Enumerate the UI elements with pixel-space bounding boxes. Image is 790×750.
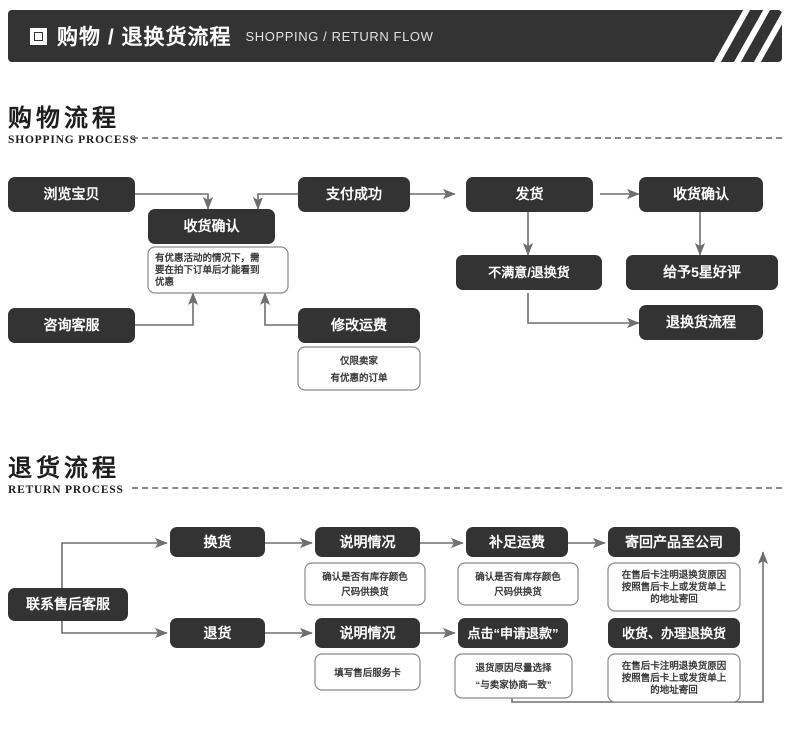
node-label: 补足运费 <box>488 534 545 550</box>
node-dissatisfied-return[interactable]: 不满意/退换货 <box>456 255 602 290</box>
square-icon <box>30 27 47 45</box>
node-five-star-review[interactable]: 给予5星好评 <box>626 255 778 290</box>
node-modify-shipping-fee[interactable]: 修改运费 <box>298 308 420 343</box>
diagonal-stripes-decoration <box>713 10 782 62</box>
shopping-flow-diagram: 浏览宝贝 收货确认 支付成功 发货 收货确认 不满意/退换货 给予5星好评 <box>0 165 790 410</box>
section-title-cn: 退货流程 <box>8 455 120 482</box>
node-label: 联系售后客服 <box>26 596 111 612</box>
note-refund-reason: 退货原因尽量选择 “与卖家协商一致” <box>454 653 573 699</box>
note-line: “与卖家协商一致” <box>475 679 551 691</box>
section-heading-return: 退货流程 RETURN PROCESS <box>8 455 124 497</box>
node-label: 给予5星好评 <box>663 264 741 280</box>
node-send-back-to-company[interactable]: 寄回产品至公司 <box>608 527 740 557</box>
section-divider-return <box>132 487 782 489</box>
note-line: 确认是否有库存颜色 <box>475 571 561 583</box>
node-label: 换货 <box>204 534 232 550</box>
node-exchange[interactable]: 换货 <box>170 527 265 557</box>
node-click-apply-refund[interactable]: 点击“申请退款” <box>458 618 568 648</box>
note-line: 优惠 <box>155 276 175 288</box>
note-line: 填写售后服务卡 <box>334 667 401 679</box>
note-line: 按照售后卡上或发货单上 <box>622 581 727 593</box>
note-line: 退货原因尽量选择 <box>475 662 552 674</box>
header-title-en: SHOPPING / RETURN FLOW <box>245 28 434 44</box>
node-label: 收货、办理退换货 <box>622 626 726 641</box>
node-receive-process-return[interactable]: 收货、办理退换货 <box>608 618 740 648</box>
node-contact-after-sales[interactable]: 联系售后客服 <box>8 588 128 621</box>
node-label: 咨询客服 <box>44 317 101 333</box>
note-seller-only: 仅限卖家 有优惠的订单 <box>297 346 421 391</box>
node-contact-service[interactable]: 咨询客服 <box>8 308 135 343</box>
note-line: 尺码供换货 <box>494 586 542 598</box>
page-header-banner: 购物 / 退换货流程 SHOPPING / RETURN FLOW <box>8 10 782 62</box>
note-line: 有优惠活动的情况下，需 <box>155 252 260 264</box>
node-label: 浏览宝贝 <box>44 186 100 202</box>
node-label: 点击“申请退款” <box>467 626 558 641</box>
shopping-connectors <box>135 188 706 329</box>
node-explain-situation-2[interactable]: 说明情况 <box>315 618 420 648</box>
section-title-en: SHOPPING PROCESS <box>8 134 137 146</box>
note-line: 在售后卡注明退换货原因 <box>622 660 727 672</box>
note-line: 要在拍下订单后才能看到 <box>155 264 260 276</box>
header-title-cn: 购物 / 退换货流程 <box>57 26 232 49</box>
node-label: 发货 <box>515 186 544 202</box>
node-confirm-receipt-1[interactable]: 收货确认 <box>148 209 275 244</box>
note-line: 的地址寄回 <box>650 593 698 605</box>
node-payment-success[interactable]: 支付成功 <box>298 177 410 212</box>
section-title-en: RETURN PROCESS <box>8 484 124 496</box>
note-line: 确认是否有库存颜色 <box>322 571 408 583</box>
node-label: 支付成功 <box>325 186 382 202</box>
note-send-back-address-1: 在售后卡注明退换货原因 按照售后卡上或发货单上 的地址寄回 <box>607 562 741 612</box>
note-send-back-address-2: 在售后卡注明退换货原因 按照售后卡上或发货单上 的地址寄回 <box>607 653 741 703</box>
note-line: 在售后卡注明退换货原因 <box>622 569 727 581</box>
note-coupon-visibility: 有优惠活动的情况下，需 要在拍下订单后才能看到 优惠 <box>147 246 289 294</box>
note-line: 按照售后卡上或发货单上 <box>622 672 727 684</box>
node-label: 退换货流程 <box>666 314 736 330</box>
section-title-cn: 购物流程 <box>8 105 120 132</box>
note-stock-check-2: 确认是否有库存颜色 尺码供换货 <box>457 562 579 606</box>
note-line: 有优惠的订单 <box>330 372 388 384</box>
node-label: 说明情况 <box>340 625 396 641</box>
node-label: 寄回产品至公司 <box>625 534 723 550</box>
node-ship-goods[interactable]: 发货 <box>466 177 593 212</box>
node-label: 不满意/退换货 <box>488 265 570 280</box>
note-stock-check-1: 确认是否有库存颜色 尺码供换货 <box>304 562 426 606</box>
note-fill-service-card: 填写售后服务卡 <box>314 653 421 691</box>
node-explain-situation-1[interactable]: 说明情况 <box>315 527 420 557</box>
node-confirm-receipt-2[interactable]: 收货确认 <box>639 177 763 212</box>
note-line: 仅限卖家 <box>339 355 379 367</box>
note-line: 的地址寄回 <box>650 684 698 696</box>
node-label: 修改运费 <box>330 317 387 333</box>
section-heading-shopping: 购物流程 SHOPPING PROCESS <box>8 105 137 147</box>
node-label: 收货确认 <box>673 186 730 202</box>
node-return[interactable]: 退货 <box>170 618 265 648</box>
note-line: 尺码供换货 <box>341 586 389 598</box>
node-return-exchange-flow[interactable]: 退换货流程 <box>639 305 763 340</box>
node-label: 说明情况 <box>340 534 396 550</box>
node-label: 收货确认 <box>184 218 241 234</box>
node-browse-item[interactable]: 浏览宝贝 <box>8 177 135 212</box>
return-flow-diagram: 联系售后客服 换货 说明情况 补足运费 寄回产品至公司 退货 说明情况 点击“ <box>0 520 790 745</box>
node-label: 退货 <box>204 625 232 641</box>
node-pay-shipping-difference[interactable]: 补足运费 <box>466 527 568 557</box>
section-divider-shopping <box>132 137 782 139</box>
